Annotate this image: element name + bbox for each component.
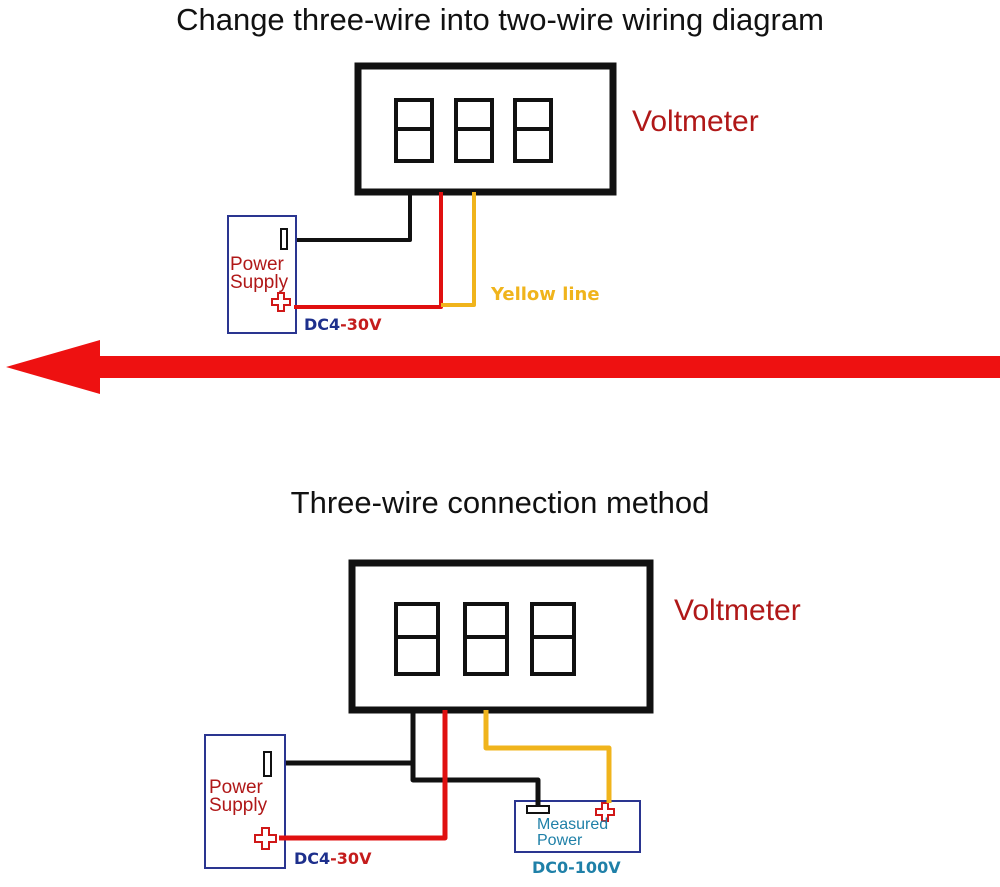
top-supply-range-prefix: DC4 (304, 315, 341, 334)
top-voltmeter-label: Voltmeter (632, 105, 759, 138)
measured-negative-terminal (526, 805, 550, 814)
bottom-yellow-wire (483, 710, 612, 803)
measured-range-label: DC0-100V (532, 858, 621, 877)
bottom-supply-range: DC4-30V (294, 849, 371, 868)
bottom-positive-terminal-icon (254, 827, 277, 850)
bottom-supply-range-suffix: -30V (330, 849, 372, 868)
top-red-wire (294, 192, 443, 309)
left-arrow-icon (6, 340, 1000, 394)
bottom-negative-terminal (263, 751, 272, 777)
top-wires (294, 192, 476, 309)
top-negative-terminal (280, 228, 288, 250)
top-power-supply-label-line1: Power (230, 254, 284, 275)
top-positive-terminal-icon (271, 292, 291, 312)
top-black-wire (297, 192, 412, 242)
bottom-power-supply (204, 734, 286, 869)
yellow-line-label: Yellow line (491, 284, 600, 305)
top-yellow-wire (441, 192, 476, 307)
top-voltmeter (354, 62, 617, 196)
top-supply-range-suffix: -30V (340, 315, 382, 334)
bottom-black-wire-measured (410, 763, 541, 806)
bottom-heading: Three-wire connection method (290, 485, 710, 520)
top-supply-range: DC4-30V (304, 315, 381, 334)
direction-arrow (6, 340, 1000, 394)
bottom-power-supply-label-line2: Supply (209, 795, 268, 816)
measured-power-label-line1: Measured (537, 816, 609, 833)
bottom-voltmeter-label: Voltmeter (674, 594, 801, 627)
top-seven-segment-digits (394, 98, 553, 163)
bottom-seven-segment-digits (394, 602, 576, 676)
top-power-supply-label: Power Supply (230, 254, 289, 293)
top-heading: Change three-wire into two-wire wiring d… (176, 2, 824, 37)
measured-power-label-line2: Power (537, 832, 583, 849)
bottom-voltmeter (348, 559, 654, 714)
bottom-power-supply-label-line1: Power (209, 777, 263, 798)
top-power-supply-label-line2: Supply (230, 272, 289, 293)
top-power-supply (227, 215, 297, 334)
bottom-power-supply-label: Power Supply (209, 777, 268, 816)
measured-power-source (514, 800, 641, 853)
measured-power-label: Measured Power (537, 817, 608, 849)
bottom-wires (279, 710, 612, 841)
bottom-black-wire-supply (286, 710, 416, 766)
bottom-supply-range-prefix: DC4 (294, 849, 331, 868)
bottom-red-wire (279, 710, 448, 841)
measured-positive-terminal-icon (595, 802, 615, 822)
